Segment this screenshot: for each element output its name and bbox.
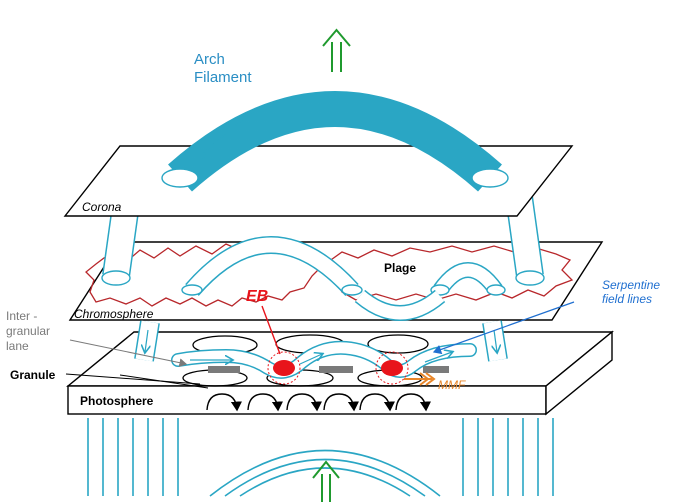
pointer-lines	[65, 301, 575, 389]
arch-label-line2: Filament	[194, 69, 252, 86]
serpentine-field-tube	[171, 340, 477, 379]
eb-label: EB	[246, 288, 268, 305]
intergranular-lanes	[208, 366, 449, 373]
granule-label: Granule	[10, 368, 56, 382]
photosphere-slab	[66, 330, 614, 416]
plage-regions	[85, 243, 574, 307]
chromosphere-loops	[185, 236, 503, 297]
intergranular-label-line3: lane	[6, 339, 29, 353]
up-arrow-icon	[322, 28, 351, 72]
arch-label-line1: Arch	[194, 51, 225, 68]
eb-burst-icon	[267, 351, 409, 385]
plage-label: Plage	[384, 261, 416, 275]
photosphere-label: Photosphere	[80, 394, 154, 408]
serpentine-label-line1: Serpentine	[602, 278, 660, 292]
intergranular-label-line2: granular	[6, 324, 50, 338]
up-arrow-icon	[312, 460, 340, 502]
arch-filament	[161, 91, 509, 192]
serpentine-label-line2: field lines	[602, 292, 652, 306]
photosphere-field-lines	[87, 418, 554, 496]
intergranular-label-line1: Inter -	[6, 309, 37, 323]
chromosphere-label: Chromosphere	[74, 307, 154, 321]
mmf-label: MMF	[438, 378, 466, 392]
corona-label: Corona	[82, 200, 122, 214]
rising-loop-below	[209, 449, 441, 497]
center-tube	[354, 289, 446, 321]
mmf-arrow-icon	[404, 372, 436, 386]
convection-arrows	[206, 393, 432, 412]
